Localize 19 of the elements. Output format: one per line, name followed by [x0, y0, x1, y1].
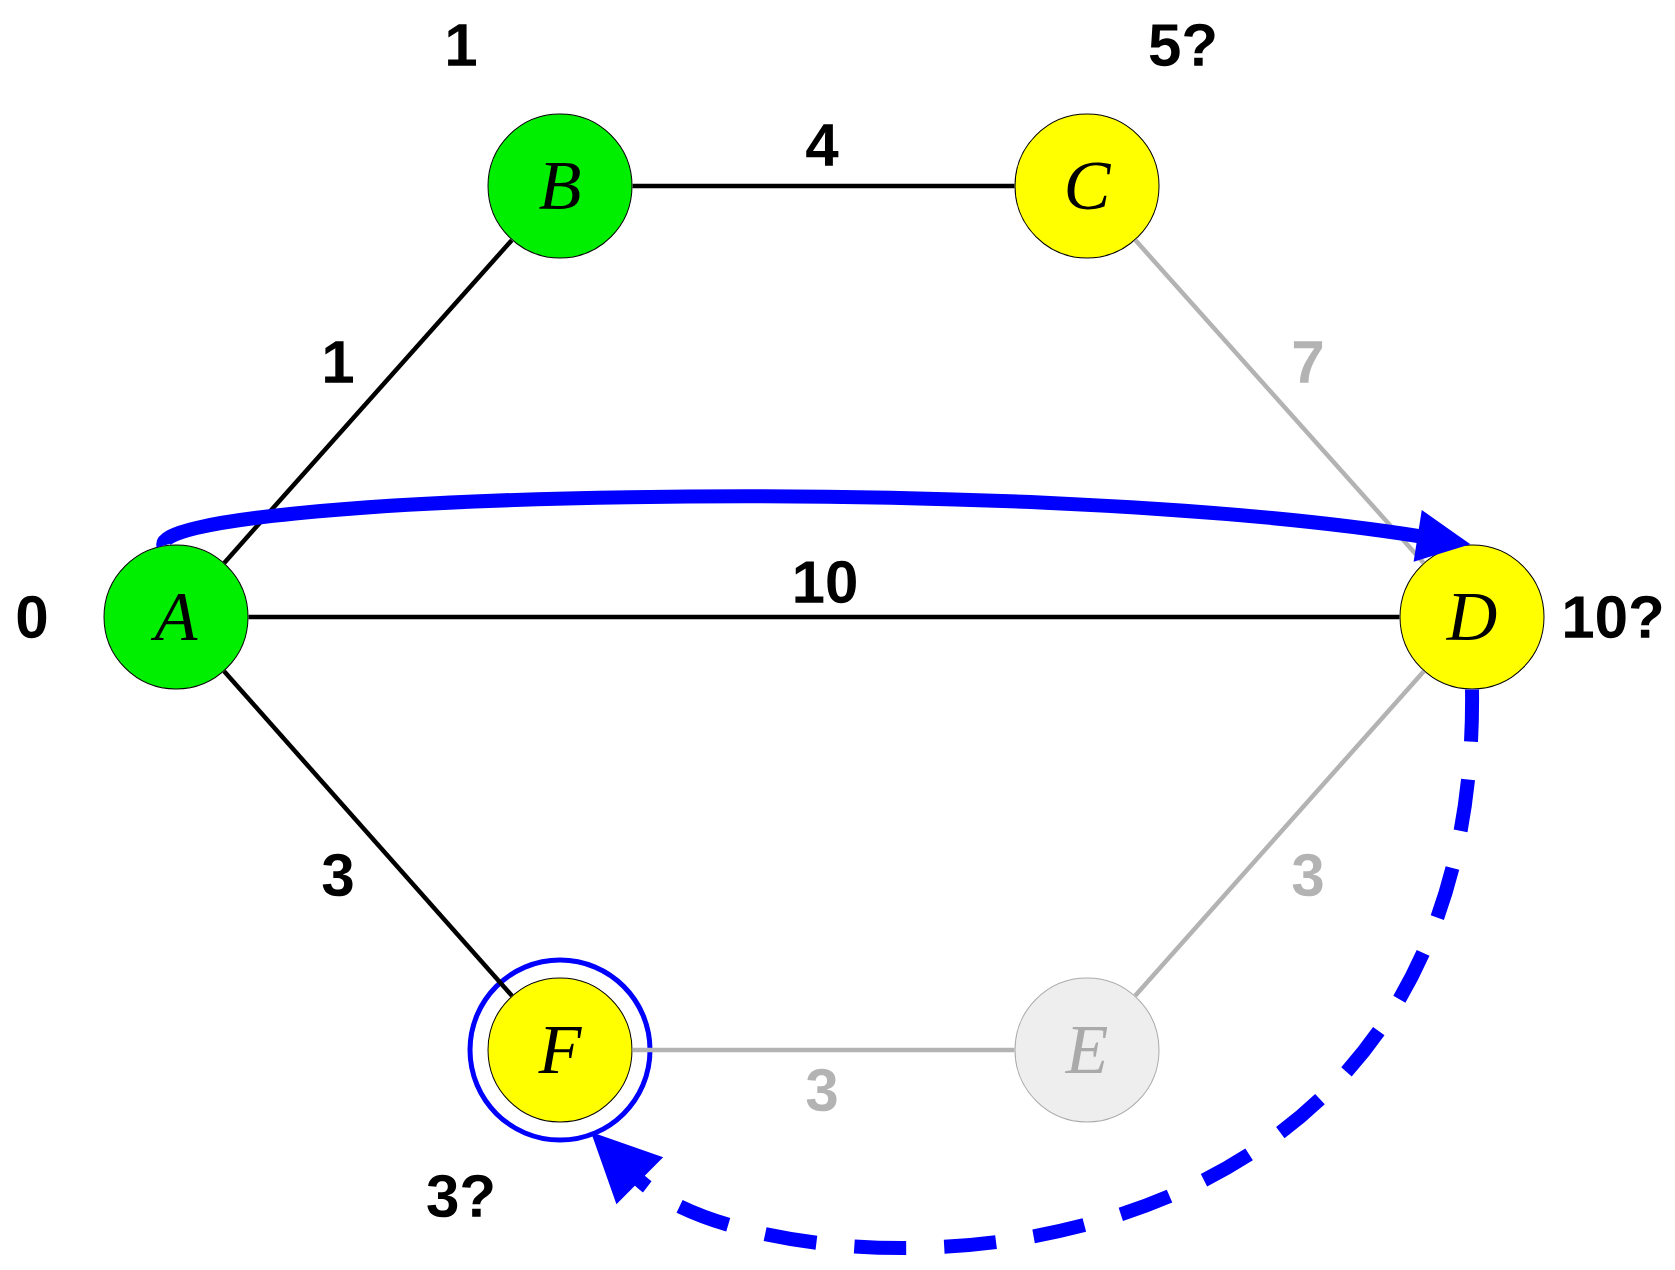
distance-label: 5?: [1149, 23, 1215, 67]
edge-line: [222, 669, 514, 998]
edge-label: 3: [1292, 853, 1323, 897]
edge-line: [1133, 669, 1426, 998]
edge-line: [632, 1047, 1015, 1053]
edge-label: 1: [325, 341, 353, 383]
edge-label: 4: [806, 124, 839, 166]
edge-label: 3: [322, 853, 353, 897]
edge-line: [632, 183, 1015, 189]
edge-label: 7: [1293, 341, 1323, 383]
edge-line: [1133, 238, 1426, 565]
edge-label: 3: [806, 1068, 837, 1112]
distance-label: 3?: [427, 1174, 493, 1218]
distance-label: 1: [448, 24, 476, 66]
edge-label: 10: [795, 560, 856, 604]
distance-label: 0: [17, 595, 47, 639]
distance-label: 10?: [1565, 595, 1662, 639]
edge-line: [222, 238, 514, 565]
edge-line: [248, 614, 1400, 620]
